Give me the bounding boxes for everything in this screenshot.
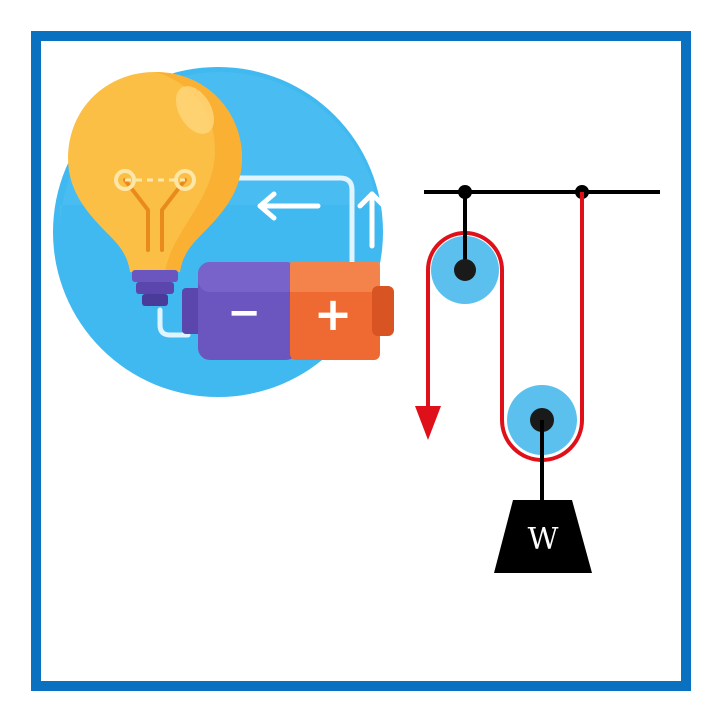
current-arrow-up-icon <box>357 191 387 249</box>
circuit-illustration: − + <box>53 67 394 397</box>
battery-negative-sign: − <box>227 290 261 336</box>
current-arrow-left-icon <box>257 191 321 221</box>
pulley-system: W <box>415 185 660 573</box>
weight-label: W <box>528 522 559 557</box>
weight-block: W <box>494 500 592 573</box>
pull-arrow-down-icon <box>415 406 441 440</box>
light-bulb-icon <box>68 72 242 306</box>
circuit-wire <box>157 175 355 338</box>
battery-positive-sign: + <box>314 287 353 341</box>
fixed-pulley-axle <box>454 259 476 281</box>
rope <box>426 192 584 462</box>
battery-icon: − + <box>182 262 394 360</box>
